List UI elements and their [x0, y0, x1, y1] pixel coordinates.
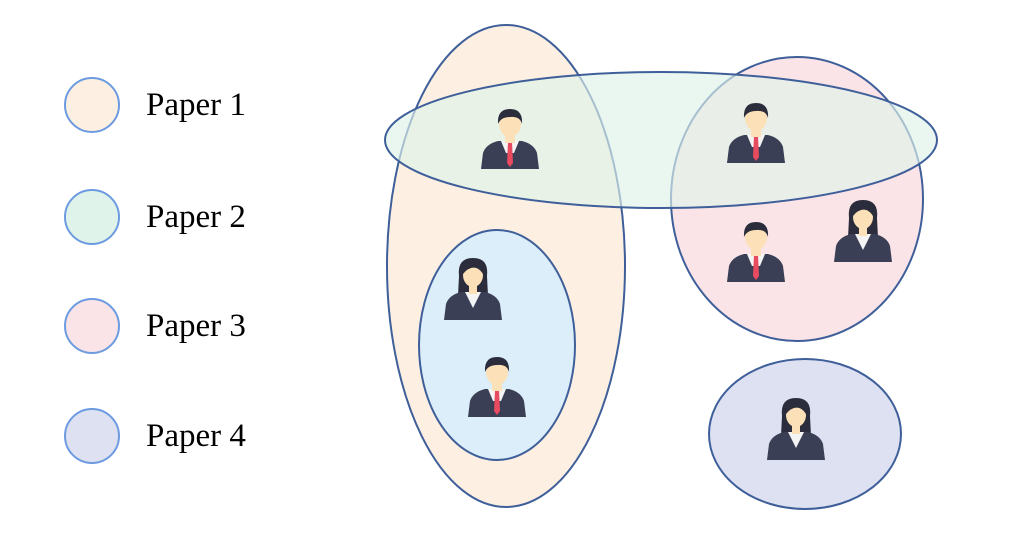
legend-label-paper-4: Paper 4 [146, 417, 246, 454]
tie-icon [753, 136, 759, 161]
hair-icon [497, 109, 523, 124]
legend-label-paper-1: Paper 1 [146, 86, 246, 123]
tie-icon [507, 142, 513, 167]
person-female-3 [767, 398, 825, 460]
person-male-4 [468, 357, 526, 417]
paper-2-ellipse [384, 71, 938, 209]
legend-label-paper-3: Paper 3 [146, 307, 246, 344]
legend-item-paper-4: Paper 4 [64, 405, 246, 467]
person-female-1 [834, 200, 892, 262]
hair-icon [784, 402, 808, 416]
legend-item-paper-1: Paper 1 [64, 74, 246, 136]
hair-icon [743, 103, 769, 118]
legend-swatch-paper-2 [64, 189, 120, 245]
hair-icon [743, 222, 769, 237]
neck [492, 381, 502, 391]
person-male-1 [481, 109, 539, 169]
person-male-2 [727, 103, 785, 163]
legend-item-paper-3: Paper 3 [64, 295, 246, 357]
neck [469, 284, 477, 294]
hair-icon [851, 204, 875, 218]
hair-icon [461, 262, 485, 276]
hair-icon [484, 357, 510, 372]
person-female-2 [444, 258, 502, 320]
neck [792, 424, 800, 434]
legend-label-paper-2: Paper 2 [146, 198, 246, 235]
neck [751, 246, 761, 256]
legend-item-paper-2: Paper 2 [64, 186, 246, 248]
legend-swatch-paper-1 [64, 77, 120, 133]
legend: Paper 1 Paper 2 Paper 3 Paper 4 [0, 0, 340, 534]
tie-icon [494, 390, 500, 415]
shirt-collar [855, 234, 871, 250]
tie-icon [753, 255, 759, 280]
neck [859, 226, 867, 236]
shirt-collar [788, 432, 804, 448]
legend-swatch-paper-3 [64, 298, 120, 354]
neck [505, 133, 515, 143]
paper-1b-ellipse [418, 229, 576, 461]
neck [751, 127, 761, 137]
person-male-3 [727, 222, 785, 282]
legend-swatch-paper-4 [64, 408, 120, 464]
shirt-collar [465, 292, 481, 308]
